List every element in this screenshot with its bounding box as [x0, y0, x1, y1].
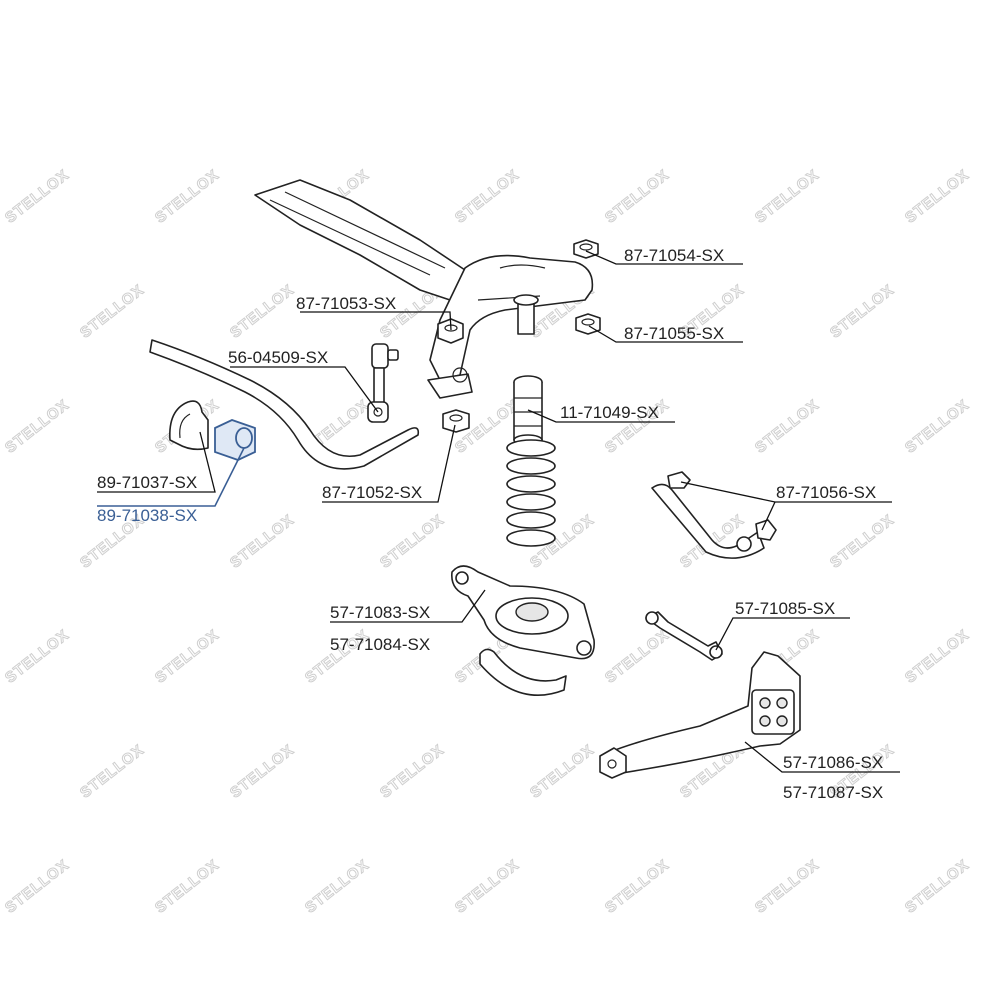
watermark-text-39: STELLOX [2, 856, 72, 916]
stabilizer-bar [149, 339, 420, 470]
watermark-text-13: STELLOX [2, 396, 72, 456]
watermark-text-36: STELLOX [527, 741, 597, 801]
label-87-71054[interactable]: 87-71054-SX [624, 246, 724, 265]
watermark-text-34: STELLOX [227, 741, 297, 801]
label-87-71056[interactable]: 87-71056-SX [776, 483, 876, 502]
stabilizer-bracket [169, 400, 209, 451]
label-87-71055[interactable]: 87-71055-SX [624, 324, 724, 343]
upper-control-arm [651, 471, 777, 559]
watermark-text-43: STELLOX [602, 856, 672, 916]
watermark-text-21: STELLOX [227, 511, 297, 571]
watermark-text-22: STELLOX [377, 511, 447, 571]
watermark-text-44: STELLOX [752, 856, 822, 916]
label-87-71053[interactable]: 87-71053-SX [296, 294, 396, 313]
watermark-text-4: STELLOX [602, 166, 672, 226]
watermark-text-19: STELLOX [902, 396, 972, 456]
label-89-71038[interactable]: 89-71038-SX [97, 506, 197, 525]
watermark-text-8: STELLOX [227, 281, 297, 341]
nut-87-71052 [442, 409, 470, 433]
watermark-text-41: STELLOX [302, 856, 372, 916]
leader-lines [97, 250, 900, 773]
label-57-71083[interactable]: 57-71083-SX [330, 603, 430, 622]
label-57-71087[interactable]: 57-71087-SX [783, 783, 883, 802]
watermark-text-35: STELLOX [377, 741, 447, 801]
toe-link [645, 611, 723, 661]
watermark-text-42: STELLOX [452, 856, 522, 916]
watermark-text-30: STELLOX [602, 626, 672, 686]
watermark-text-25: STELLOX [827, 511, 897, 571]
watermark-text-3: STELLOX [452, 166, 522, 226]
watermark-text-45: STELLOX [902, 856, 972, 916]
label-87-71052[interactable]: 87-71052-SX [322, 483, 422, 502]
coil-spring [506, 439, 556, 547]
watermark-text-0: STELLOX [2, 166, 72, 226]
part-labels: 87-71054-SX 87-71053-SX 87-71055-SX 56-0… [97, 246, 883, 802]
label-56-04509[interactable]: 56-04509-SX [228, 348, 328, 367]
stabilizer-link [367, 343, 399, 423]
label-57-71085[interactable]: 57-71085-SX [735, 599, 835, 618]
watermark-text-7: STELLOX [77, 281, 147, 341]
watermark-text-1: STELLOX [152, 166, 222, 226]
watermark-text-12: STELLOX [827, 281, 897, 341]
lower-control-arm [451, 565, 595, 697]
label-11-71049[interactable]: 11-71049-SX [560, 403, 659, 422]
watermark-text-26: STELLOX [2, 626, 72, 686]
watermark-text-6: STELLOX [902, 166, 972, 226]
watermark-text-5: STELLOX [752, 166, 822, 226]
trailing-arm [599, 651, 801, 779]
watermark-text-18: STELLOX [752, 396, 822, 456]
stabilizer-bushing [214, 419, 256, 461]
watermark-text-33: STELLOX [77, 741, 147, 801]
label-89-71037[interactable]: 89-71037-SX [97, 473, 197, 492]
label-57-71086[interactable]: 57-71086-SX [783, 753, 883, 772]
watermark-text-32: STELLOX [902, 626, 972, 686]
subframe [254, 179, 594, 399]
watermark-text-40: STELLOX [152, 856, 222, 916]
label-57-71084[interactable]: 57-71084-SX [330, 635, 430, 654]
watermark-text-27: STELLOX [152, 626, 222, 686]
